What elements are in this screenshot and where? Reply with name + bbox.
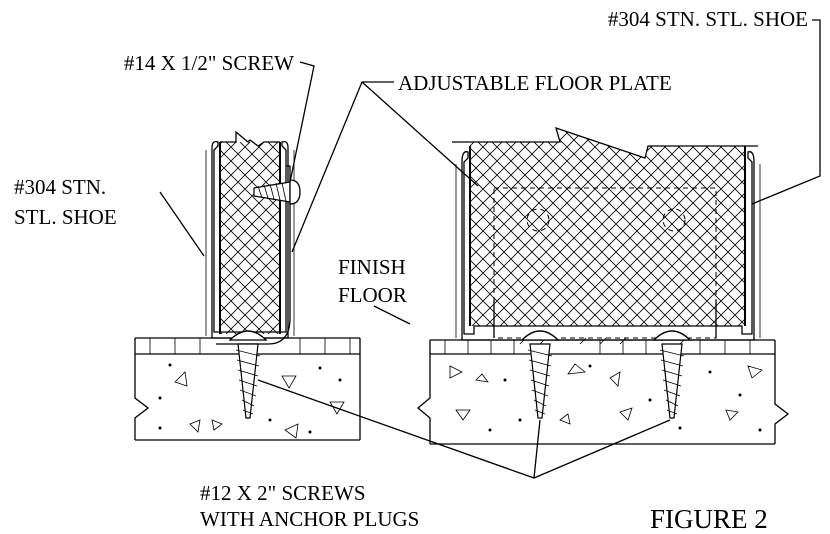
leader-shoe-right (751, 19, 821, 205)
left-stainless-shoe (211, 140, 289, 339)
left-floor-plate (216, 165, 291, 345)
small-screw (253, 179, 301, 205)
leader-small-screw (289, 61, 315, 183)
label-shoe-left-line2: STL. SHOE (14, 205, 117, 229)
leader-floor-plate-left (291, 81, 394, 253)
callout-labels: #304 STN. STL. SHOE #14 X 1/2" SCREW ADJ… (14, 7, 808, 534)
left-break-line (220, 130, 280, 147)
label-finish-floor-line2: FLOOR (338, 283, 407, 307)
label-shoe-right: #304 STN. STL. SHOE (608, 7, 808, 31)
figure-label: FIGURE 2 (650, 504, 768, 534)
right-anchor-screw-2 (652, 330, 692, 419)
right-stainless-shoe (461, 151, 755, 341)
right-anchor-screw-1 (520, 330, 560, 419)
label-anchor-screws-line1: #12 X 2" SCREWS (200, 481, 366, 505)
leader-anchor-screws (257, 379, 671, 479)
right-break-line (452, 126, 758, 159)
right-panel-section (416, 126, 790, 445)
left-insulation-core (220, 142, 280, 334)
left-anchor-screw (228, 330, 268, 419)
right-floor-plate-outline (493, 187, 717, 339)
label-finish-floor-line1: FINISH (338, 255, 406, 279)
label-shoe-left-line1: #304 STN. (14, 175, 106, 199)
left-panel-section (134, 130, 361, 441)
leader-shoe-left (159, 191, 205, 257)
leader-floor-plate-right (361, 81, 479, 187)
label-anchor-screws-line2: WITH ANCHOR PLUGS (200, 507, 419, 531)
right-insulation-core (470, 128, 745, 326)
leader-lines (159, 19, 821, 479)
leader-finish-floor (373, 305, 411, 325)
right-floor-slab (416, 337, 790, 445)
label-small-screw: #14 X 1/2" SCREW (124, 51, 294, 75)
label-floor-plate: ADJUSTABLE FLOOR PLATE (398, 71, 672, 95)
